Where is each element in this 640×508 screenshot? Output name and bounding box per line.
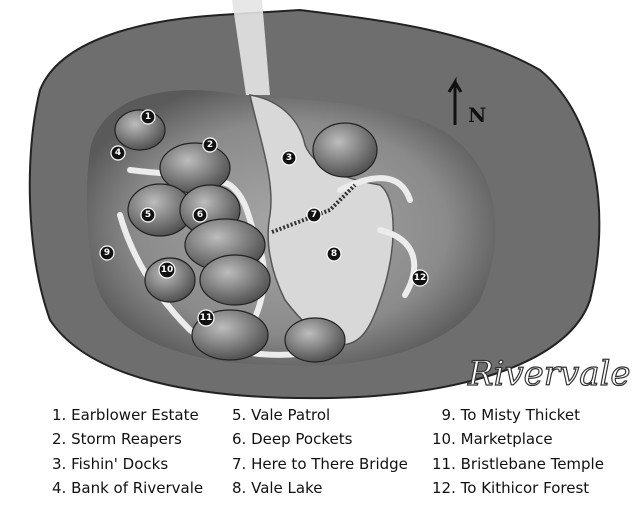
svg-text:12: 12 (414, 273, 427, 283)
marker-3[interactable]: 3 (281, 150, 297, 166)
compass-north-icon: N (447, 76, 486, 127)
marker-9[interactable]: 9 (99, 245, 115, 261)
legend-item: 5. Vale Patrol (232, 406, 331, 424)
map-title: Rivervale (467, 354, 631, 394)
svg-text:11: 11 (200, 313, 213, 323)
legend-item: 3. Fishin' Docks (52, 454, 169, 473)
legend-column-3: 9. To Misty Thicket 10. Marketplace 11. … (432, 403, 604, 500)
svg-text:9: 9 (104, 248, 110, 258)
marker-6[interactable]: 6 (192, 207, 208, 223)
legend-item: 2. Storm Reapers (52, 430, 182, 449)
marker-12[interactable]: 12 (411, 269, 429, 287)
legend-item: 1. Earblower Estate (52, 406, 199, 424)
marker-2[interactable]: 2 (202, 137, 218, 153)
svg-text:6: 6 (197, 210, 203, 220)
legend-item: 11. Bristlebane Temple (432, 454, 604, 473)
svg-text:3: 3 (286, 153, 292, 163)
waterfall (232, 0, 270, 95)
svg-text:2: 2 (207, 140, 213, 150)
legend-item: 6. Deep Pockets (232, 430, 353, 449)
svg-text:10: 10 (161, 265, 174, 275)
svg-text:4: 4 (115, 148, 121, 158)
svg-text:1: 1 (145, 112, 151, 122)
legend-item: 9. To Misty Thicket (441, 406, 580, 424)
legend-item: 7. Here to There Bridge (232, 454, 408, 473)
marker-7[interactable]: 7 (306, 207, 322, 223)
marker-5[interactable]: 5 (140, 207, 156, 223)
svg-text:7: 7 (311, 210, 317, 220)
bridge (271, 183, 357, 234)
legend-item: 4. Bank of Rivervale (52, 478, 204, 497)
svg-text:8: 8 (331, 249, 337, 259)
legend-column-1: 1. Earblower Estate 2. Storm Reapers 3. … (52, 403, 203, 500)
legend-item: 12. To Kithicor Forest (432, 478, 590, 497)
svg-text:N: N (468, 103, 486, 127)
legend-item: 8. Vale Lake (232, 478, 323, 497)
svg-text:5: 5 (145, 210, 151, 220)
marker-1[interactable]: 1 (140, 109, 156, 125)
marker-11[interactable]: 11 (197, 309, 215, 327)
marker-10[interactable]: 10 (158, 261, 176, 279)
legend-item: 10. Marketplace (432, 430, 553, 449)
marker-8[interactable]: 8 (326, 246, 342, 262)
dome-houses (114, 109, 378, 363)
marker-4[interactable]: 4 (110, 145, 126, 161)
map-illustration: 1 2 3 4 5 6 7 8 9 10 11 12 N Rivervale (28, 0, 631, 400)
legend-column-2: 5. Vale Patrol 6. Deep Pockets 7. Here t… (232, 403, 408, 500)
